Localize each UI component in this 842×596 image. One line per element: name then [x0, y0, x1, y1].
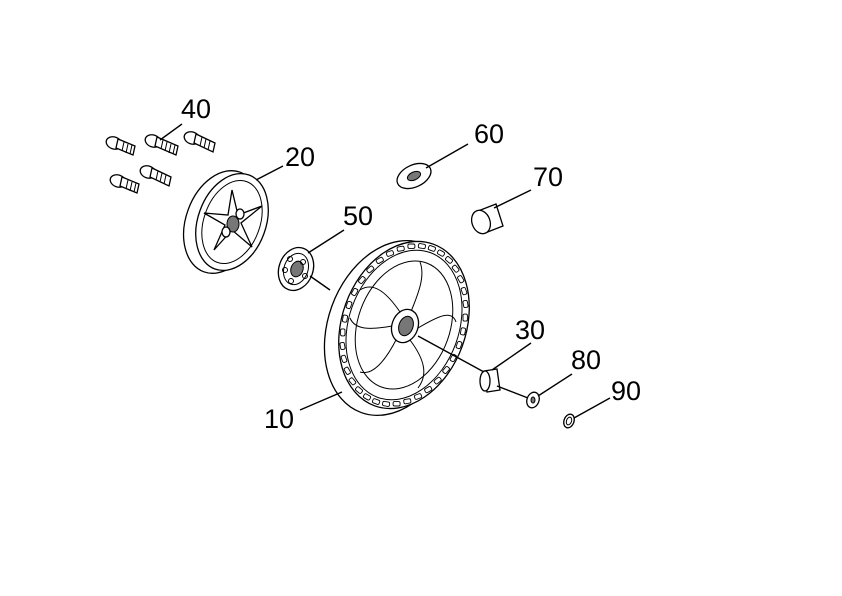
tread-lug: [407, 243, 416, 249]
tread-lug: [462, 313, 468, 322]
tread-lug: [372, 398, 381, 405]
assembly-lines: [309, 275, 529, 399]
leader-line-20: [255, 165, 284, 181]
tread-lug: [339, 341, 346, 351]
tread-lug: [355, 386, 363, 394]
tread-lug: [351, 287, 359, 297]
tread-lug: [340, 328, 346, 337]
tread-lug: [460, 287, 468, 296]
tread-lug: [403, 398, 412, 405]
leader-line-40: [159, 123, 183, 141]
tread-lug: [460, 327, 466, 336]
tread-lug: [433, 376, 442, 385]
washer-part-80: [526, 391, 540, 409]
tread-lug: [417, 243, 426, 250]
wheel-part-10: [323, 239, 470, 417]
callout-60: 60: [474, 119, 504, 149]
leader-line-50: [307, 229, 345, 254]
tread-lug: [424, 386, 433, 394]
tread-lug: [455, 340, 463, 350]
callout-30: 30: [515, 315, 545, 345]
callout-70: 70: [533, 162, 563, 192]
screws-part-40: [105, 131, 216, 194]
tread-lug: [362, 393, 372, 401]
spacer-part-30: [479, 368, 501, 393]
screw: [183, 131, 216, 153]
axis-line: [309, 275, 331, 291]
tread-lug: [343, 366, 351, 375]
tread-lug: [442, 366, 450, 374]
callout-90: 90: [611, 376, 641, 406]
screw: [139, 165, 172, 187]
tread-lug: [358, 276, 366, 284]
leader-line-10: [299, 391, 343, 411]
leader-lines: [159, 123, 611, 419]
tread-lug: [451, 264, 460, 273]
tread-lug: [382, 400, 391, 407]
callout-10: 10: [264, 404, 294, 434]
callout-40: 40: [181, 94, 211, 124]
callout-labels: 40 20 50 60 70 10 30 80 90: [181, 94, 641, 434]
retaining-ring-part-90: [563, 413, 575, 429]
tread-lug: [340, 354, 348, 363]
tread-lug: [457, 275, 465, 284]
tread-lug: [345, 300, 353, 310]
tread-lug: [392, 401, 401, 407]
tread-lug: [342, 314, 348, 323]
screw: [105, 136, 136, 156]
hub-cap-part-20: [182, 170, 269, 274]
tread-lug: [348, 377, 357, 386]
callout-20: 20: [285, 142, 315, 172]
tread-lug: [396, 245, 405, 252]
wheel-spokes: [349, 261, 457, 389]
leader-line-80: [537, 373, 573, 397]
tire-treads: [339, 243, 469, 407]
tread-lug: [436, 249, 446, 257]
tread-lug: [366, 265, 375, 274]
screw: [144, 134, 179, 156]
tread-lug: [427, 245, 436, 252]
tread-lug: [375, 256, 384, 264]
tread-lug: [462, 299, 469, 309]
callout-50: 50: [343, 201, 373, 231]
tread-lug: [445, 256, 453, 264]
leader-line-70: [493, 189, 532, 209]
axis-line: [496, 385, 529, 399]
tread-lug: [413, 393, 423, 400]
axis-line: [417, 335, 485, 373]
bearing-part-50: [277, 246, 315, 292]
washer-part-60: [396, 162, 432, 190]
tread-lug: [385, 250, 395, 257]
screw: [109, 174, 140, 194]
leader-line-60: [425, 143, 469, 169]
callout-80: 80: [571, 345, 601, 375]
bushing-part-70: [470, 203, 504, 235]
leader-line-30: [491, 342, 532, 371]
leader-line-90: [573, 397, 611, 419]
